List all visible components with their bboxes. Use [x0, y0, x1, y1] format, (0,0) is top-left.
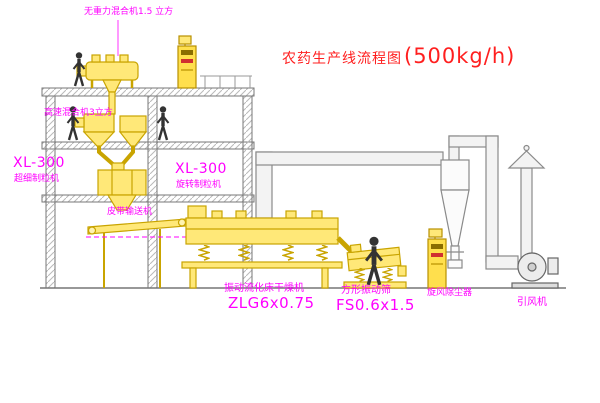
dryer-inlet — [187, 205, 207, 219]
railing — [200, 75, 252, 88]
fan-inlet-stub — [485, 255, 519, 270]
label-high-speed-mixer: 高速混合机3立方 — [44, 108, 113, 118]
exhaust-stack — [507, 144, 546, 259]
control-cabinet-top — [177, 35, 197, 89]
dryer-base — [181, 261, 343, 269]
label-belt-conveyor: 皮带输送机 — [107, 207, 153, 217]
label-fan: 引风机 — [517, 297, 547, 308]
title-text: 农药生产线流程图 — [282, 51, 402, 67]
building-structure — [41, 87, 255, 289]
diagram-title: 农药生产线流程图 (500kg/h) — [282, 44, 515, 68]
weather-cap — [507, 150, 546, 169]
horizontal-duct-to-cyclone — [255, 151, 444, 166]
label-zero-gravity-mixer: 无重力混合机1.5 立方 — [84, 7, 174, 17]
label-cyclone: 旋风除尘器 — [427, 288, 473, 298]
tail-pulley — [87, 226, 97, 235]
label-screen-name: 方形振动筛 — [341, 285, 391, 296]
cyclone-separator — [440, 159, 470, 269]
rotary-valve — [447, 259, 463, 269]
fan-base — [511, 282, 559, 289]
fan-motor — [547, 257, 559, 275]
dryer-body — [185, 217, 339, 245]
dryer-discharge-chute — [336, 236, 354, 254]
screen-base — [343, 281, 407, 289]
y-pipe-right — [119, 146, 135, 168]
fluid-bed-dryer — [181, 205, 354, 289]
belt-conveyor — [87, 218, 187, 288]
cabinet-sign — [178, 35, 192, 45]
screen-inlet — [349, 243, 362, 254]
fan-hub — [527, 262, 537, 272]
induced-draft-fan — [511, 252, 559, 289]
label-screen-model: FS0.6x1.5 — [336, 296, 415, 314]
label-dryer-model: ZLG6x0.75 — [228, 294, 315, 312]
vertical-duct-to-fan — [485, 135, 499, 263]
label-granulator-left-name: 超细制粒机 — [14, 174, 60, 184]
label-granulator-mid-name: 旋转制粒机 — [176, 180, 222, 190]
head-pulley — [177, 218, 187, 227]
label-dryer-name: 振动流化床干燥机 — [224, 283, 304, 294]
high-speed-mixer — [74, 113, 148, 168]
cabinet-sign — [428, 228, 443, 238]
zero-gravity-mixer — [76, 54, 139, 115]
y-pipe-left — [97, 146, 117, 168]
ducting — [255, 135, 519, 270]
mixer2-motor — [74, 117, 85, 128]
screen-outlet — [397, 265, 407, 277]
label-granulator-mid-model: XL-300 — [175, 161, 227, 177]
title-capacity: (500kg/h) — [404, 44, 516, 68]
rotary-granulator — [97, 162, 147, 211]
label-granulator-left-model: XL-300 — [13, 155, 65, 171]
person-figure — [156, 106, 170, 142]
control-cabinet-right — [427, 228, 447, 289]
